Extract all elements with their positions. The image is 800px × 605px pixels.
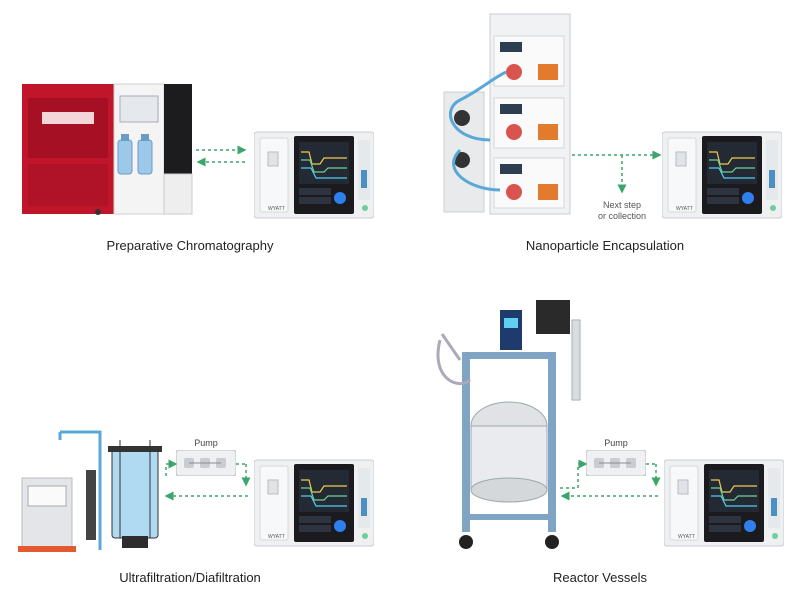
pump-icon [586, 450, 646, 476]
nanoparticle-encapsulation-diagram: Next step or collection [443, 13, 782, 221]
caption-nanoparticle-encapsulation: Nanoparticle Encapsulation [525, 238, 685, 253]
reactor-vessel [436, 290, 581, 549]
detector-instrument [664, 459, 784, 547]
panel-preparative-chromatography: Preparative Chromatography [0, 0, 400, 270]
reactor-vessels-diagram: Pump [436, 290, 784, 549]
pump-stack [443, 13, 571, 215]
next-step-note-line2: or collection [598, 211, 646, 221]
detector-instrument [254, 459, 374, 547]
caption-ultrafiltration: Ultrafiltration/Diafiltration [119, 570, 261, 585]
preparative-chromatography-diagram [22, 83, 374, 219]
ultrafiltration-system [18, 430, 162, 552]
pump-icon [176, 450, 236, 476]
pump-label: Pump [604, 438, 628, 448]
caption-reactor-vessels: Reactor Vessels [553, 570, 647, 585]
next-step-note-line1: Next step [603, 200, 641, 210]
panel-reactor-vessels: Pump Reactor Vessels [400, 290, 800, 600]
detector-instrument [254, 131, 374, 219]
panel-nanoparticle-encapsulation: Next step or collection Nanoparticle Enc… [400, 0, 800, 270]
detector-instrument [662, 131, 782, 219]
chromatography-instrument [22, 83, 193, 215]
pump-label: Pump [194, 438, 218, 448]
ultrafiltration-diagram: Pump [18, 430, 374, 552]
panel-ultrafiltration: Pump Ultrafiltration/Diafiltration [0, 300, 400, 600]
caption-preparative-chromatography: Preparative Chromatography [106, 238, 274, 253]
